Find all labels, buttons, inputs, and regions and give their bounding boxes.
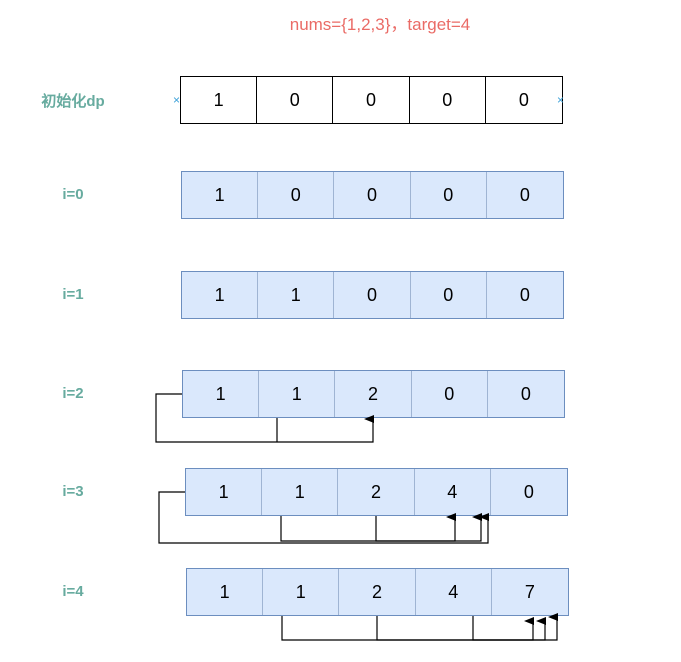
dp-cell: 0 xyxy=(334,172,411,218)
row-label: i=2 xyxy=(62,385,84,402)
dp-cell: 0 xyxy=(411,272,487,318)
row-label: i=1 xyxy=(62,286,84,303)
dp-cell: 1 xyxy=(258,272,335,318)
dp-transition-arrow xyxy=(472,616,534,641)
dp-cell: 2 xyxy=(339,569,416,615)
dp-cell: 1 xyxy=(182,172,259,218)
dp-transition-arrow xyxy=(375,513,456,542)
dp-cell: 1 xyxy=(181,77,258,123)
dp-cell: 0 xyxy=(412,371,488,417)
dp-cell: 4 xyxy=(415,469,491,515)
dp-cell: 1 xyxy=(262,469,339,515)
dp-cell: 2 xyxy=(338,469,415,515)
dp-cell: 1 xyxy=(259,371,336,417)
dp-cell: 0 xyxy=(333,77,410,123)
dp-cell: 0 xyxy=(334,272,411,318)
row-label: i=4 xyxy=(62,583,84,600)
dp-cell: 1 xyxy=(186,469,263,515)
dp-transition-arrow xyxy=(280,513,482,542)
dp-cell: 4 xyxy=(416,569,492,615)
selection-handle-icon: × xyxy=(173,93,181,107)
dp-cell: 1 xyxy=(263,569,340,615)
dp-transition-arrow xyxy=(281,613,558,641)
dp-cell: 1 xyxy=(183,371,260,417)
dp-cell: 0 xyxy=(519,184,530,205)
row-label: i=3 xyxy=(62,483,84,500)
diagram-title: nums={1,2,3}，target=4 xyxy=(289,15,471,34)
dp-cell: 0 xyxy=(518,89,529,110)
dp-cell: 0 xyxy=(519,284,530,305)
dp-transition-arrow xyxy=(158,491,489,544)
row-label: 初始化dp xyxy=(41,93,105,110)
dp-cell: 0 xyxy=(411,172,487,218)
dp-cell: 0 xyxy=(257,77,334,123)
dp-transition-arrow xyxy=(376,616,546,641)
dp-transition-arrow xyxy=(155,393,374,443)
dp-cell: 7 xyxy=(524,581,535,602)
dp-cell: 0 xyxy=(410,77,486,123)
selection-handle-icon: × xyxy=(557,93,565,107)
dp-cell: 1 xyxy=(187,569,264,615)
row-label: i=0 xyxy=(62,186,84,203)
dp-cell: 2 xyxy=(335,371,412,417)
dp-cell: 1 xyxy=(182,272,259,318)
dp-cell: 0 xyxy=(523,481,534,502)
dp-cell: 0 xyxy=(520,383,531,404)
dp-cell: 0 xyxy=(258,172,335,218)
